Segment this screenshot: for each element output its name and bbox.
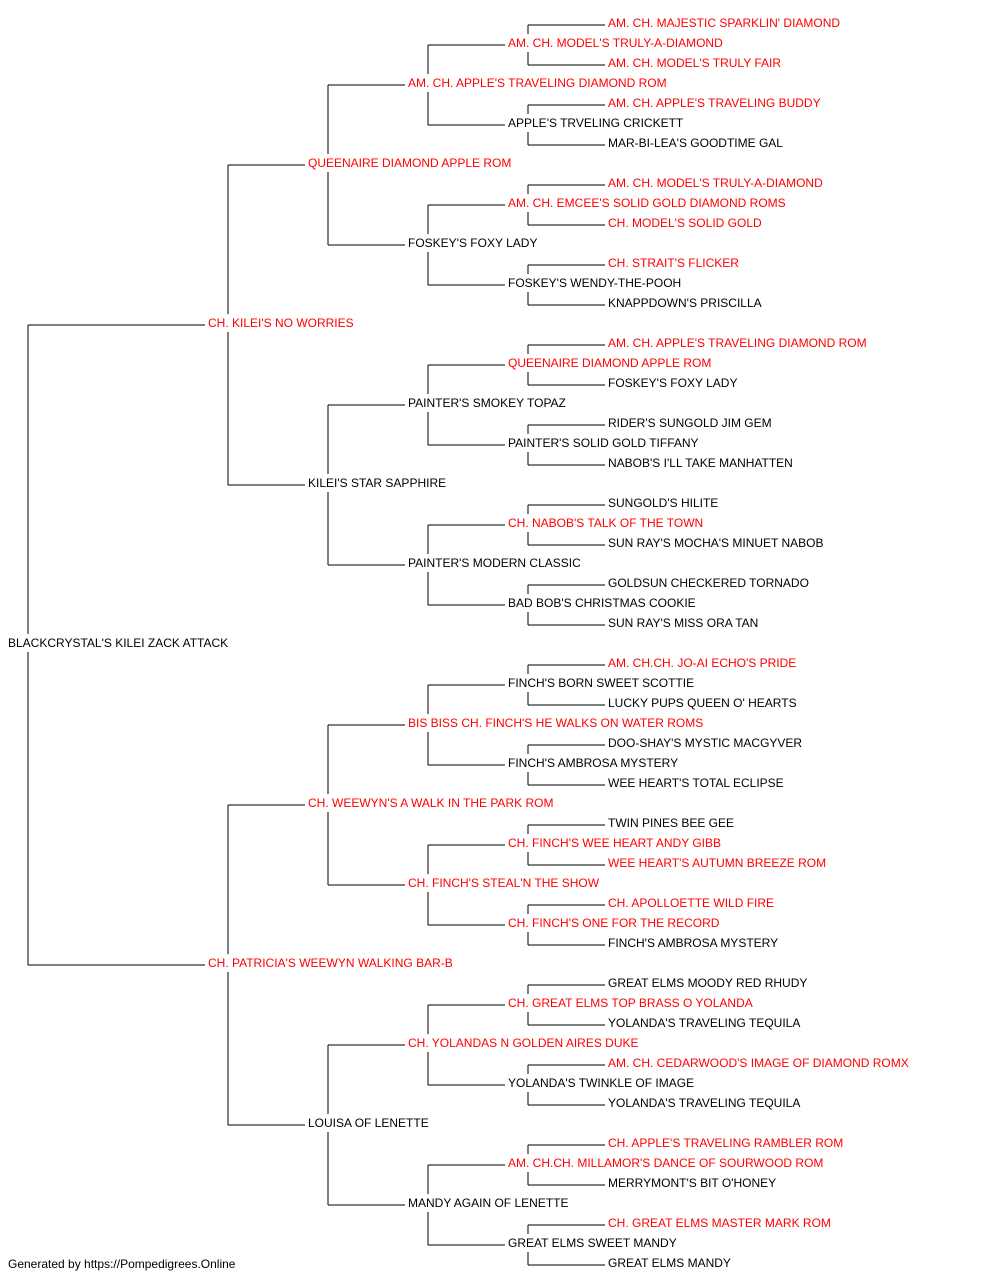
sire-name-gen5[interactable]: AM. CH. MODEL'S TRULY-A-DIAMOND: [608, 176, 823, 190]
sire-name-gen5[interactable]: GREAT ELMS MOODY RED RHUDY: [608, 976, 808, 990]
sire-name-gen5[interactable]: AM. CH. APPLE'S TRAVELING DIAMOND ROM: [608, 336, 867, 350]
dam-name-gen5[interactable]: SUN RAY'S MISS ORA TAN: [608, 616, 759, 630]
dam-name-gen4[interactable]: BAD BOB'S CHRISTMAS COOKIE: [508, 596, 696, 610]
sire-name-gen3[interactable]: PAINTER'S SMOKEY TOPAZ: [408, 396, 566, 410]
dam-name-gen4[interactable]: APPLE'S TRVELING CRICKETT: [508, 116, 684, 130]
sire-name-gen4[interactable]: CH. FINCH'S WEE HEART ANDY GIBB: [508, 836, 721, 850]
sire-name-gen5[interactable]: AM. CH.CH. JO-AI ECHO'S PRIDE: [608, 656, 797, 670]
dam-name-gen5[interactable]: FINCH'S AMBROSA MYSTERY: [608, 936, 779, 950]
dam-name-gen3[interactable]: CH. FINCH'S STEAL'N THE SHOW: [408, 876, 600, 890]
sire-name-gen5[interactable]: TWIN PINES BEE GEE: [608, 816, 735, 830]
dam-name-gen5[interactable]: YOLANDA'S TRAVELING TEQUILA: [608, 1096, 801, 1110]
dam-name-gen5[interactable]: KNAPPDOWN'S PRISCILLA: [608, 296, 762, 310]
dam-name-gen5[interactable]: FOSKEY'S FOXY LADY: [608, 376, 738, 390]
sire-name-gen4[interactable]: QUEENAIRE DIAMOND APPLE ROM: [508, 356, 712, 370]
dam-name-gen4[interactable]: YOLANDA'S TWINKLE OF IMAGE: [508, 1076, 695, 1090]
dam-name-gen1[interactable]: CH. PATRICIA'S WEEWYN WALKING BAR-B: [208, 956, 453, 970]
dam-name-gen5[interactable]: MAR-BI-LEA'S GOODTIME GAL: [608, 136, 783, 150]
sire-name-gen5[interactable]: AM. CH. MAJESTIC SPARKLIN' DIAMOND: [608, 16, 841, 30]
sire-name-gen5[interactable]: CH. APOLLOETTE WILD FIRE: [608, 896, 775, 910]
sire-name-gen5[interactable]: CH. GREAT ELMS MASTER MARK ROM: [608, 1216, 831, 1230]
dam-name-gen4[interactable]: CH. FINCH'S ONE FOR THE RECORD: [508, 916, 720, 930]
dam-name-gen4[interactable]: GREAT ELMS SWEET MANDY: [508, 1236, 677, 1250]
sire-name-gen3[interactable]: CH. YOLANDAS N GOLDEN AIRES DUKE: [408, 1036, 639, 1050]
sire-name-gen4[interactable]: AM. CH. EMCEE'S SOLID GOLD DIAMOND ROMS: [508, 196, 786, 210]
sire-name-gen5[interactable]: CH. STRAIT'S FLICKER: [608, 256, 739, 270]
sire-name-gen4[interactable]: AM. CH.CH. MILLAMOR'S DANCE OF SOURWOOD …: [508, 1156, 824, 1170]
sire-name-gen5[interactable]: CH. APPLE'S TRAVELING RAMBLER ROM: [608, 1136, 844, 1150]
sire-name-gen5[interactable]: DOO-SHAY'S MYSTIC MACGYVER: [608, 736, 803, 750]
dam-name-gen5[interactable]: LUCKY PUPS QUEEN O' HEARTS: [608, 696, 797, 710]
dam-name-gen2[interactable]: KILEI'S STAR SAPPHIRE: [308, 476, 447, 490]
sire-name-gen5[interactable]: SUNGOLD'S HILITE: [608, 496, 719, 510]
sire-name-gen4[interactable]: AM. CH. MODEL'S TRULY-A-DIAMOND: [508, 36, 723, 50]
dam-name-gen5[interactable]: SUN RAY'S MOCHA'S MINUET NABOB: [608, 536, 824, 550]
dam-name-gen2[interactable]: LOUISA OF LENETTE: [308, 1116, 429, 1130]
sire-name-gen1[interactable]: CH. KILEI'S NO WORRIES: [208, 316, 354, 330]
sire-name-gen2[interactable]: QUEENAIRE DIAMOND APPLE ROM: [308, 156, 512, 170]
dam-name-gen5[interactable]: AM. CH. MODEL'S TRULY FAIR: [608, 56, 781, 70]
dam-name-gen5[interactable]: WEE HEART'S AUTUMN BREEZE ROM: [608, 856, 827, 870]
sire-name-gen3[interactable]: AM. CH. APPLE'S TRAVELING DIAMOND ROM: [408, 76, 667, 90]
dam-name-gen3[interactable]: PAINTER'S MODERN CLASSIC: [408, 556, 581, 570]
sire-name-gen4[interactable]: FINCH'S BORN SWEET SCOTTIE: [508, 676, 695, 690]
dam-name-gen5[interactable]: GREAT ELMS MANDY: [608, 1256, 731, 1270]
sire-name-gen4[interactable]: CH. NABOB'S TALK OF THE TOWN: [508, 516, 704, 530]
sire-name-gen5[interactable]: GOLDSUN CHECKERED TORNADO: [608, 576, 809, 590]
dam-name-gen5[interactable]: NABOB'S I'LL TAKE MANHATTEN: [608, 456, 793, 470]
dam-name-gen4[interactable]: FINCH'S AMBROSA MYSTERY: [508, 756, 679, 770]
dam-name-gen5[interactable]: CH. MODEL'S SOLID GOLD: [608, 216, 762, 230]
sire-name-gen2[interactable]: CH. WEEWYN'S A WALK IN THE PARK ROM: [308, 796, 554, 810]
sire-name-gen4[interactable]: CH. GREAT ELMS TOP BRASS O YOLANDA: [508, 996, 753, 1010]
sire-name-gen5[interactable]: RIDER'S SUNGOLD JIM GEM: [608, 416, 772, 430]
sire-name-gen5[interactable]: AM. CH. CEDARWOOD'S IMAGE OF DIAMOND ROM…: [608, 1056, 909, 1070]
dam-name-gen3[interactable]: FOSKEY'S FOXY LADY: [408, 236, 538, 250]
dam-name-gen3[interactable]: MANDY AGAIN OF LENETTE: [408, 1196, 569, 1210]
dam-name-gen5[interactable]: MERRYMONT'S BIT O'HONEY: [608, 1176, 777, 1190]
dam-name-gen4[interactable]: PAINTER'S SOLID GOLD TIFFANY: [508, 436, 699, 450]
sire-name-gen5[interactable]: AM. CH. APPLE'S TRAVELING BUDDY: [608, 96, 821, 110]
subject-dog-name[interactable]: BLACKCRYSTAL'S KILEI ZACK ATTACK: [8, 636, 229, 650]
dam-name-gen5[interactable]: YOLANDA'S TRAVELING TEQUILA: [608, 1016, 801, 1030]
sire-name-gen3[interactable]: BIS BISS CH. FINCH'S HE WALKS ON WATER R…: [408, 716, 704, 730]
generated-by-footer: Generated by https://Pompedigrees.Online: [8, 1257, 236, 1271]
dam-name-gen4[interactable]: FOSKEY'S WENDY-THE-POOH: [508, 276, 682, 290]
dam-name-gen5[interactable]: WEE HEART'S TOTAL ECLIPSE: [608, 776, 784, 790]
